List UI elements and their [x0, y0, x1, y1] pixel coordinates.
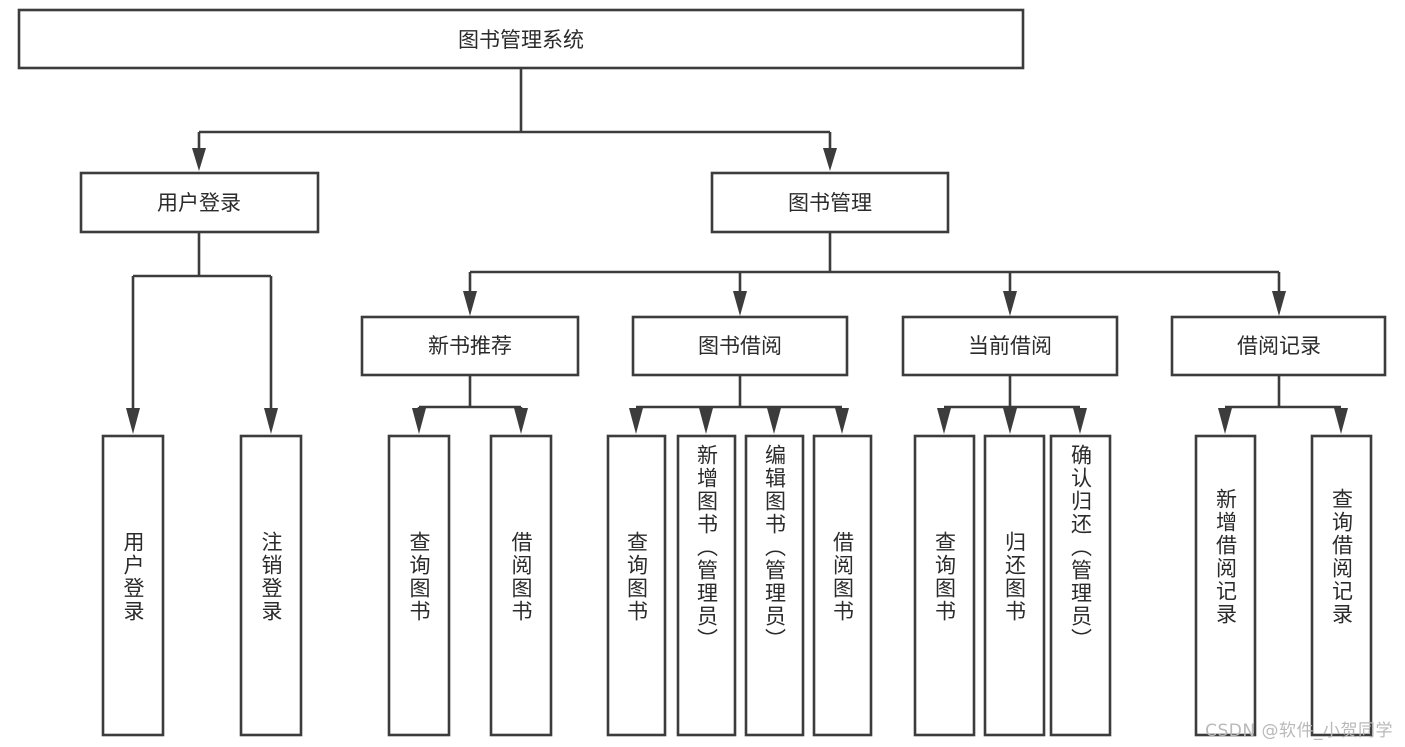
- arrowhead-book-borrow-leaf-3: [767, 408, 781, 434]
- node-box-leaf-current-borrow-2[interactable]: [983, 434, 1046, 737]
- node-box-leaf-book-borrow-3[interactable]: [744, 434, 805, 737]
- arrowhead-current-borrow-leaf-2: [1003, 408, 1017, 434]
- node-label-user-login: 用户登录: [157, 191, 241, 215]
- node-box-leaf-book-borrow-2[interactable]: [676, 434, 737, 737]
- connector-group-user-login: [126, 232, 278, 434]
- arrowhead-borrow-record-leaf-2: [1334, 408, 1348, 434]
- node-label-root: 图书管理系统: [458, 28, 584, 52]
- node-label-book-borrow: 图书借阅: [698, 334, 782, 358]
- node-box-leaf-book-borrow-4[interactable]: [812, 434, 873, 737]
- arrowhead-book-borrow-leaf-1: [629, 408, 643, 434]
- node-box-leaf-user-login-1[interactable]: [101, 434, 165, 737]
- node-label-borrow-record: 借阅记录: [1237, 334, 1321, 358]
- arrowhead-current-borrow: [1003, 291, 1017, 316]
- arrowhead-borrow-record: [1272, 291, 1286, 316]
- arrowhead-borrow-record-leaf-1: [1218, 408, 1232, 434]
- node-box-book-borrow[interactable]: [631, 315, 849, 377]
- connector-group-root: [192, 68, 837, 171]
- node-box-leaf-borrow-record-1[interactable]: [1194, 434, 1257, 737]
- arrowhead-book-borrow-leaf-4: [835, 408, 849, 434]
- node-box-root[interactable]: [17, 8, 1025, 70]
- node-box-leaf-new-book-2[interactable]: [489, 434, 553, 737]
- node-box-leaf-user-login-2[interactable]: [239, 434, 303, 737]
- connector-group-borrow-record: [1218, 375, 1348, 434]
- node-box-new-book-recommend[interactable]: [360, 315, 580, 377]
- arrowhead-book-borrow-leaf-2: [699, 408, 713, 434]
- arrowhead-current-borrow-leaf-1: [937, 408, 951, 434]
- arrowhead-book-borrow: [733, 291, 747, 316]
- node-box-leaf-new-book-1[interactable]: [387, 434, 451, 737]
- node-box-borrow-record[interactable]: [1170, 315, 1387, 377]
- connector-group-new-book: [412, 375, 528, 434]
- node-box-leaf-current-borrow-3[interactable]: [1049, 434, 1112, 737]
- node-label-book-management: 图书管理: [788, 191, 872, 215]
- connector-group-book-borrow: [629, 375, 849, 434]
- arrowhead-user-login-leaf-2: [264, 408, 278, 434]
- node-box-user-login[interactable]: [79, 171, 320, 234]
- watermark-text: CSDN @软件_小贺同学: [1205, 721, 1393, 741]
- node-box-leaf-borrow-record-2[interactable]: [1310, 434, 1373, 737]
- node-label-new-book-recommend: 新书推荐: [428, 334, 512, 358]
- node-box-leaf-book-borrow-1[interactable]: [606, 434, 667, 737]
- node-box-leaf-current-borrow-1[interactable]: [913, 434, 976, 737]
- arrowhead-new-book-leaf-1: [412, 408, 426, 434]
- arrowhead-new-book: [463, 291, 477, 316]
- node-box-book-management[interactable]: [710, 171, 950, 234]
- arrowhead-current-borrow-leaf-3: [1073, 408, 1087, 434]
- arrowhead-user-login-leaf-1: [126, 408, 140, 434]
- node-box-current-borrow[interactable]: [901, 315, 1119, 377]
- arrowhead-new-book-leaf-2: [514, 408, 528, 434]
- arrowhead-book-mgmt: [823, 148, 837, 171]
- node-label-current-borrow: 当前借阅: [968, 334, 1052, 358]
- connector-group-current-borrow: [937, 375, 1087, 434]
- connector-group-book-mgmt: [463, 232, 1286, 316]
- arrowhead-user-login: [192, 148, 206, 171]
